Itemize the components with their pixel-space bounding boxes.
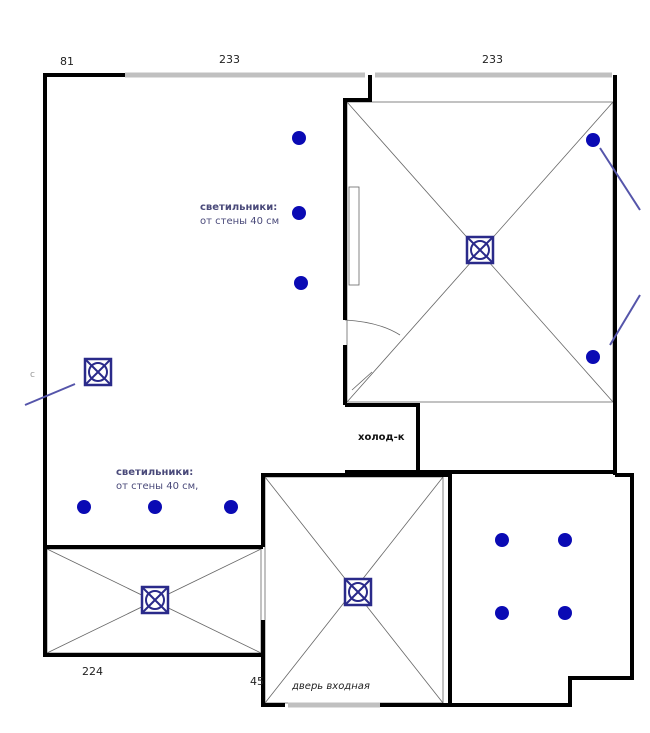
lamp-note-upper: светильники: от стены 40 см <box>200 201 279 229</box>
note-text: от стены 40 см, <box>116 481 199 492</box>
dimension-top-right: 233 <box>482 53 503 66</box>
dimension-top-left: 81 <box>60 55 74 68</box>
fixture-icon <box>465 235 495 265</box>
dimension-top-middle: 233 <box>219 53 240 66</box>
ceiling-fixtures <box>83 235 495 615</box>
fixture-icon <box>343 577 373 607</box>
window-swing-lines <box>24 147 641 406</box>
fixture-icon <box>140 585 170 615</box>
lamp-icon <box>558 533 572 547</box>
note-title: светильники: <box>116 467 194 478</box>
lamp-icon <box>292 206 306 220</box>
lamp-icon <box>495 533 509 547</box>
lamp-icon <box>586 133 600 147</box>
lamp-icon <box>586 350 600 364</box>
fridge-label: холод-к <box>358 432 405 443</box>
lamp-icon <box>558 606 572 620</box>
lamp-icon <box>148 500 162 514</box>
lamp-icon <box>77 500 91 514</box>
lamp-icon <box>495 606 509 620</box>
ceiling-lamps <box>77 131 600 620</box>
walls <box>43 73 634 707</box>
fixture-icon <box>83 357 113 387</box>
dimension-bottom-left: 224 <box>82 665 103 678</box>
dimension-entry: 45 <box>250 675 264 688</box>
lamp-icon <box>292 131 306 145</box>
note-title: светильники: <box>200 202 278 213</box>
lamp-icon <box>224 500 238 514</box>
windows <box>125 72 612 708</box>
lamp-note-lower: светильники: от стены 40 см, <box>116 466 198 494</box>
left-mark: с <box>30 370 35 380</box>
lamp-icon <box>294 276 308 290</box>
note-text: от стены 40 см <box>200 216 280 227</box>
entrance-door-label: дверь входная <box>292 681 370 692</box>
room-outlines <box>46 101 614 704</box>
